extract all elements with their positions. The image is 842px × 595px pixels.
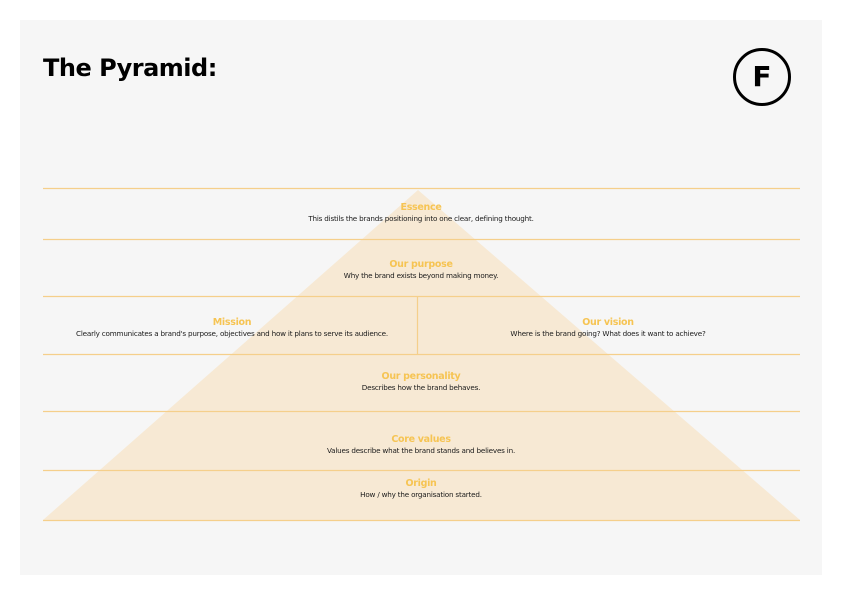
tier-description: This distils the brands positioning into… <box>308 214 534 223</box>
tier-description: Describes how the brand behaves. <box>361 383 481 392</box>
page-title: The Pyramid: <box>43 54 217 82</box>
tier-heading: Our vision <box>582 317 634 328</box>
tier-purpose: Our purpose Why the brand exists beyond … <box>343 259 499 281</box>
tier-description: Where is the brand going? What does it w… <box>510 329 706 338</box>
logo-letter: F <box>752 60 772 93</box>
brand-logo-icon: F <box>733 48 791 106</box>
tier-mission: Mission Clearly communicates a brand's p… <box>76 317 388 339</box>
tier-description: Clearly communicates a brand's purpose, … <box>76 329 388 338</box>
tier-heading: Origin <box>405 478 437 489</box>
tier-personality: Our personality Describes how the brand … <box>361 371 481 393</box>
tier-heading: Mission <box>212 317 252 328</box>
tier-origin: Origin How / why the organisation starte… <box>360 478 482 500</box>
tier-core-values: Core values Values describe what the bra… <box>327 434 515 456</box>
tier-vision: Our vision Where is the brand going? Wha… <box>510 317 705 339</box>
tier-heading: Our personality <box>381 371 461 382</box>
tier-description: Why the brand exists beyond making money… <box>343 271 499 280</box>
tier-dividers <box>43 187 800 522</box>
tier-heading: Our purpose <box>389 259 453 270</box>
tier-essence: Essence This distils the brands position… <box>308 202 534 224</box>
tier-description: How / why the organisation started. <box>360 490 482 499</box>
tier-description: Values describe what the brand stands an… <box>326 446 516 455</box>
tier-heading: Core values <box>391 434 451 445</box>
tier-heading: Essence <box>400 202 442 213</box>
